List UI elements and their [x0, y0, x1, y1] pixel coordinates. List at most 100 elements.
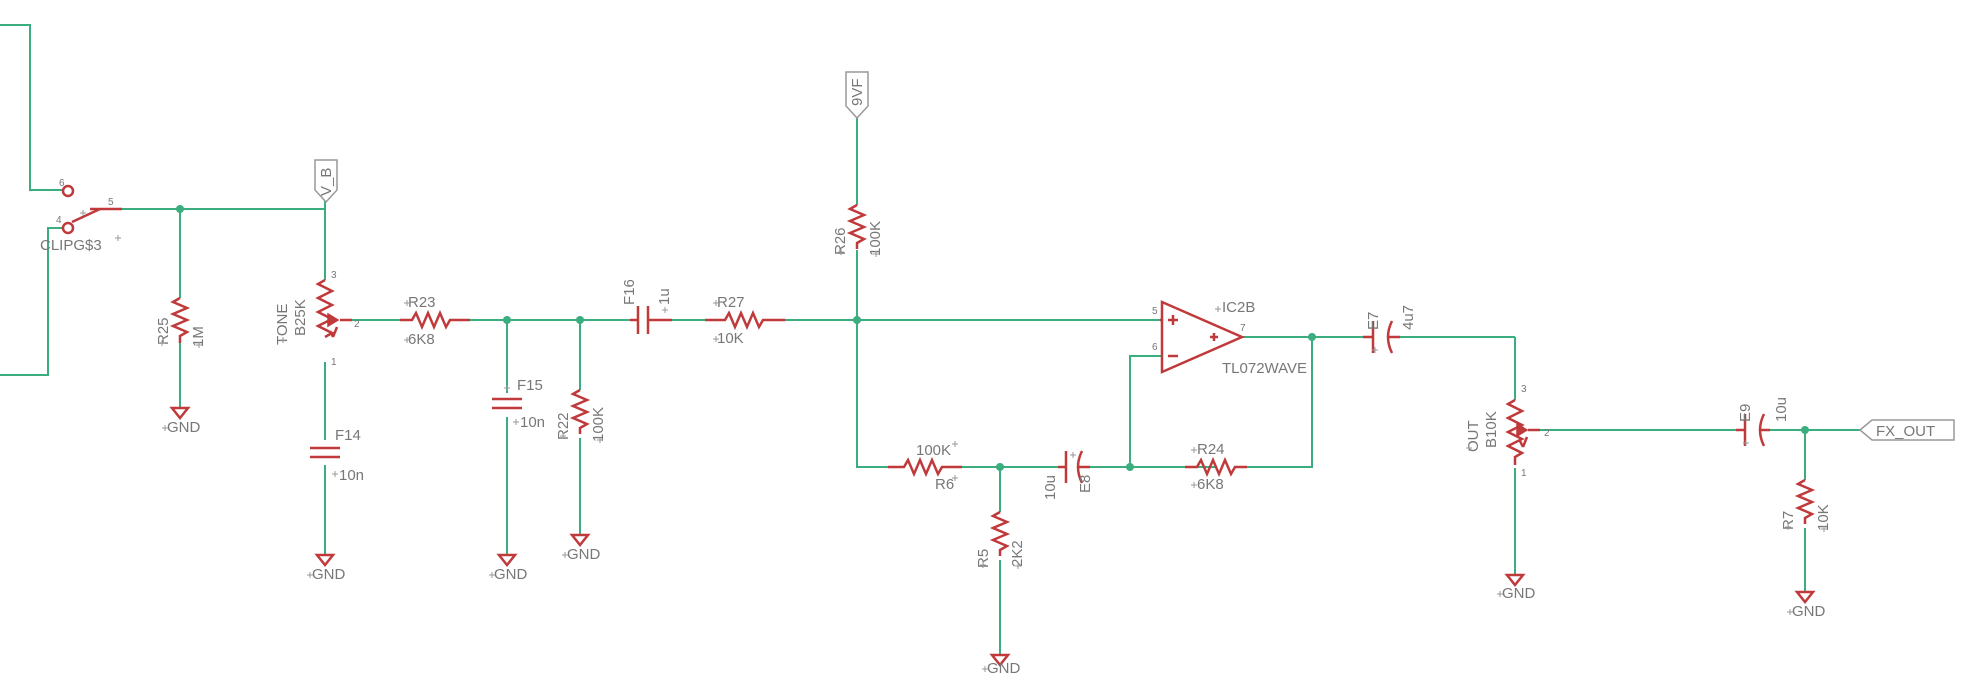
junction [1126, 463, 1134, 471]
resistor-r27: R27 10K [705, 294, 785, 347]
opamp-ic2b: 5 6 7 IC2B TL072WAVE [1152, 299, 1307, 377]
pin-label: 6 [59, 178, 65, 189]
potentiometer-out: 3 2 1 OUT B10K [1465, 384, 1550, 479]
gnd-label: GND [1502, 585, 1536, 602]
r23-value: 6K8 [408, 331, 435, 348]
9vf-label: 9VF [849, 78, 866, 106]
port-fx-out: FX_OUT [1858, 419, 1955, 441]
capacitor-f14: F14 10n [310, 427, 364, 484]
gnd-symbol: GND [162, 406, 201, 436]
resistor-r23: R23 6K8 [400, 294, 470, 348]
capacitor-e9: E9 10u [1736, 397, 1790, 447]
out-name: OUT [1465, 420, 1482, 452]
clip-switch-label: CLIPG$3 [40, 237, 102, 254]
clip-switch: 6 4 5 CLIPG$3 [40, 178, 122, 254]
pin-label: 1 [1521, 468, 1527, 479]
gnd-label: GND [1792, 603, 1826, 620]
gnd-label: GND [987, 660, 1021, 677]
port-9vf: 9VF [845, 71, 869, 120]
junction [853, 316, 861, 324]
e7-value: 4u7 [1400, 305, 1417, 330]
pin-label: 5 [108, 197, 114, 208]
fx-out-label: FX_OUT [1876, 423, 1935, 440]
gnd-label: GND [167, 419, 201, 436]
r5-name: R5 [975, 549, 992, 568]
wires [0, 24, 1860, 655]
r24-value: 6K8 [1197, 476, 1224, 493]
r6-value: 100K [916, 442, 951, 459]
ic2b-value: TL072WAVE [1222, 360, 1307, 377]
e8-name: E8 [1077, 475, 1094, 493]
r24-name: R24 [1197, 441, 1225, 458]
gnd-label: GND [494, 566, 528, 583]
pin-label: 5 [1152, 306, 1158, 317]
v-b-label: V_B [318, 168, 335, 196]
capacitor-e7: E7 4u7 [1363, 305, 1417, 354]
resistor-r22: R22 100K [555, 388, 607, 443]
junction [176, 205, 184, 213]
junction [503, 316, 511, 324]
r5-value: 2K2 [1009, 540, 1026, 567]
pin-label: 3 [1521, 384, 1527, 395]
r27-value: 10K [717, 330, 744, 347]
f16-name: F16 [621, 279, 638, 305]
gnd-label: GND [567, 546, 601, 563]
pin-label: 6 [1152, 342, 1158, 353]
resistor-r5: R5 2K2 [975, 510, 1026, 569]
switch-contact-icon [61, 221, 75, 235]
junction [1308, 333, 1316, 341]
potentiometer-tone: 3 2 1 TONE B25K [274, 270, 360, 368]
pin-label: 7 [1240, 323, 1246, 334]
out-value: B10K [1483, 411, 1500, 448]
ic2b-name: IC2B [1222, 299, 1255, 316]
r26-value: 100K [867, 221, 884, 256]
f15-value: 10n [520, 414, 545, 431]
junction [1801, 426, 1809, 434]
port-v-b: V_B [314, 159, 338, 204]
e9-value: 10u [1773, 397, 1790, 422]
resistor-r26: R26 100K [832, 203, 884, 257]
capacitor-e8: 10u E8 [1042, 450, 1094, 500]
pin-label: 2 [1544, 428, 1550, 439]
junction-dots [176, 205, 1809, 471]
f15-name: F15 [517, 377, 543, 394]
switch-contact-icon [61, 184, 75, 198]
r6-name: R6 [935, 476, 954, 493]
r27-name: R27 [717, 294, 745, 311]
gnd-symbol: GND [1497, 573, 1536, 602]
pin-label: 1 [331, 357, 337, 368]
gnd-symbol: GND [307, 553, 346, 583]
gnd-symbol: GND [489, 553, 528, 583]
e9-name: E9 [1737, 404, 1754, 422]
gnd-symbol: GND [562, 533, 601, 563]
resistor-r6: 100K R6 [888, 441, 962, 493]
gnd-label: GND [312, 566, 346, 583]
f14-value: 10n [339, 467, 364, 484]
pin-label: 4 [56, 215, 62, 226]
pin-label: 3 [331, 270, 337, 281]
r7-name: R7 [1780, 511, 1797, 530]
r22-value: 100K [590, 407, 607, 442]
e8-value: 10u [1042, 475, 1059, 500]
f16-value: 1u [656, 288, 673, 305]
junction [576, 316, 584, 324]
resistor-r7: R7 10K [1780, 478, 1832, 532]
r7-value: 10K [1815, 504, 1832, 531]
tone-name: TONE [274, 304, 291, 345]
r23-name: R23 [408, 294, 436, 311]
pin-label: 2 [354, 319, 360, 330]
gnd-symbol: GND [1787, 590, 1826, 620]
capacitor-f16: F16 1u [621, 279, 673, 334]
e7-name: E7 [1365, 312, 1382, 330]
r25-name: R25 [155, 317, 172, 345]
resistor-r24: R24 6K8 [1185, 441, 1247, 493]
resistor-r25: R25 1M [155, 296, 207, 348]
r26-name: R26 [832, 227, 849, 255]
r22-name: R22 [555, 412, 572, 440]
junction [996, 463, 1004, 471]
r25-value: 1M [190, 326, 207, 347]
f14-name: F14 [335, 427, 361, 444]
tone-value: B25K [292, 299, 309, 336]
capacitor-f15: F15 10n [492, 377, 545, 431]
